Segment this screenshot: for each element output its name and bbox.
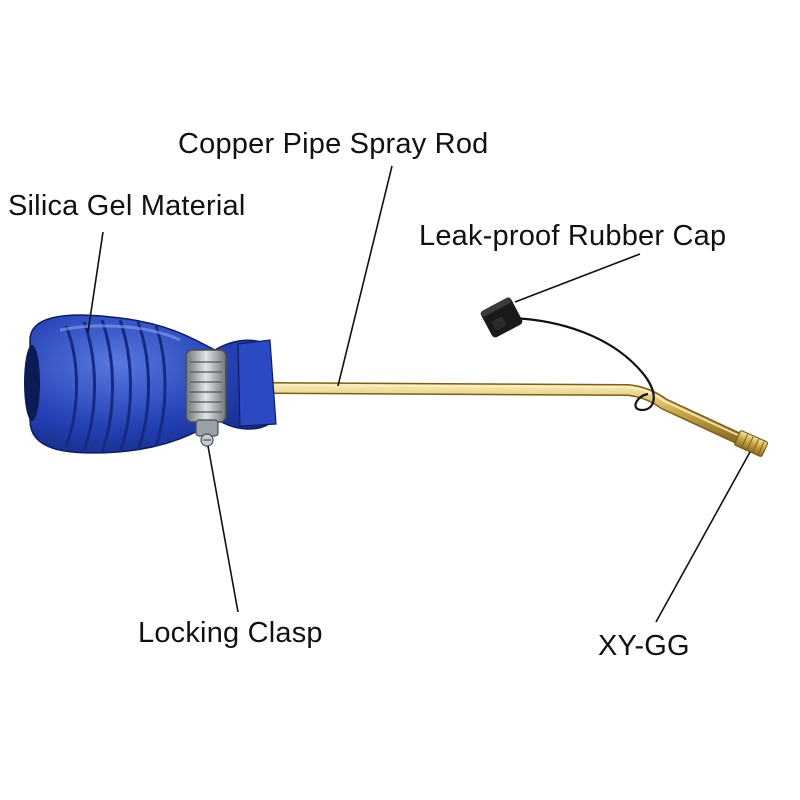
leader-lines: [87, 165, 751, 623]
leader-copper-pipe: [337, 165, 393, 387]
silica-gel-label: Silica Gel Material: [8, 190, 246, 222]
nozzle: [734, 430, 769, 457]
silica-gel-handle: [24, 314, 277, 454]
copper-pipe-label: Copper Pipe Spray Rod: [178, 128, 489, 160]
leader-model: [655, 451, 751, 623]
leader-silica-gel: [87, 231, 104, 333]
locking-clasp-label: Locking Clasp: [138, 617, 323, 649]
rubber-cap-label: Leak-proof Rubber Cap: [419, 220, 727, 252]
rubber-cap: [480, 297, 523, 338]
leader-rubber-cap: [514, 253, 641, 303]
leader-locking-clasp: [207, 445, 239, 613]
locking-clasp: [185, 349, 227, 447]
cap-tether-cord: [511, 316, 655, 412]
model-label: XY-GG: [598, 630, 690, 662]
copper-pipe-rod: [262, 382, 748, 446]
